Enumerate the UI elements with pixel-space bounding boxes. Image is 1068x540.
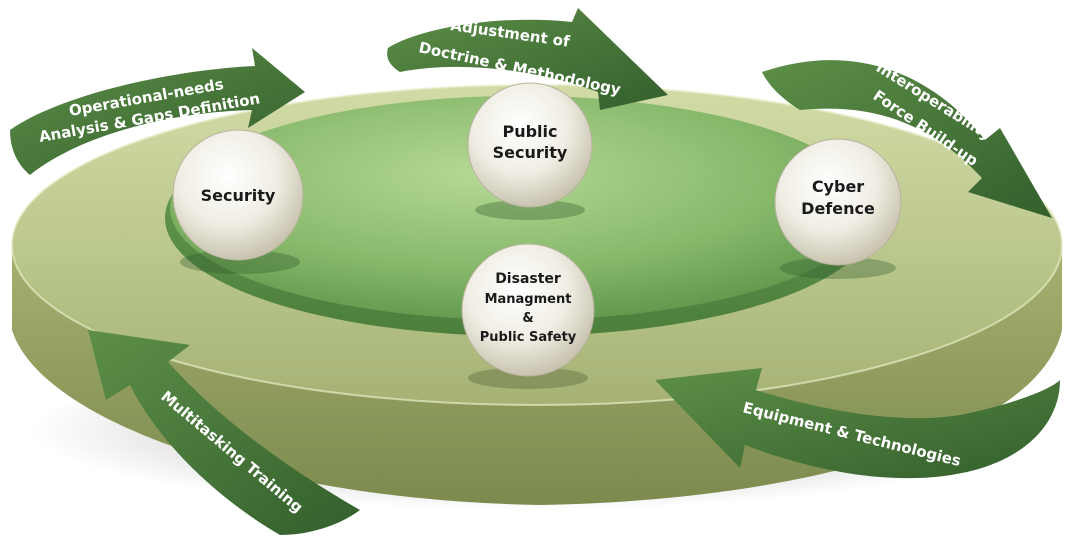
- sphere-security: Security: [172, 129, 304, 274]
- sphere-label-disaster-4: Public Safety: [480, 330, 577, 345]
- sphere-cyber-defence: Cyber Defence: [774, 138, 902, 279]
- sphere-label-public-security-2: Security: [493, 143, 568, 162]
- sphere-label-cyber-defence-2: Defence: [801, 199, 875, 218]
- sphere-disaster: Disaster Managment & Public Safety: [461, 243, 595, 389]
- inner-disc: [170, 96, 870, 320]
- sphere-label-disaster-3: &: [522, 311, 533, 326]
- sphere-public-security: Public Security: [467, 82, 593, 220]
- sphere-label-public-security-1: Public: [502, 122, 557, 141]
- sphere-label-security: Security: [201, 186, 276, 205]
- sphere-label-disaster-2: Managment: [485, 292, 572, 307]
- sphere-label-disaster-1: Disaster: [495, 271, 561, 287]
- sphere-label-cyber-defence-1: Cyber: [812, 177, 864, 196]
